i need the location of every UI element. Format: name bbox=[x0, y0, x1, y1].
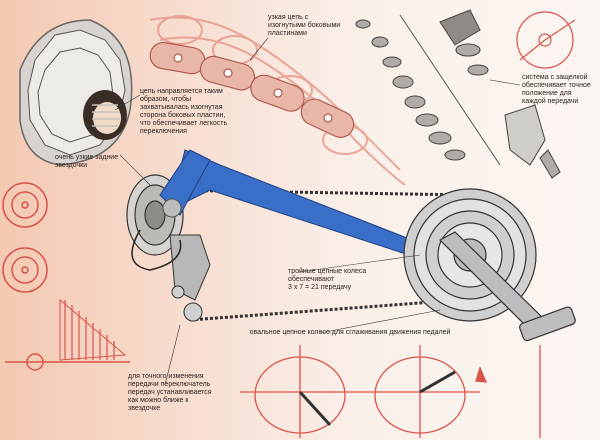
oval-chainring-label: овальное цепное колесо для сглаживания д… bbox=[249, 329, 451, 336]
bicycle-frame bbox=[159, 149, 426, 259]
triple-chainrings-label: тройные цепные колеса обеспечивают 3 x 7… bbox=[288, 268, 367, 291]
narrow-chain-label: узкая цепь с изогнутыми боковыми пластин… bbox=[268, 14, 341, 37]
oval-chainring-diagrams bbox=[240, 345, 541, 438]
rear-derailleur bbox=[169, 234, 211, 322]
shift-cable bbox=[131, 229, 182, 271]
shifter-exploded-parts bbox=[355, 9, 561, 179]
crank-arm bbox=[439, 231, 576, 342]
latch-system-label: система с защелкой обеспечивает точное п… bbox=[522, 74, 591, 105]
sprocket-sketches-left bbox=[2, 182, 130, 371]
chain-direction-label: цепь направляется таким образом, чтобы з… bbox=[140, 88, 228, 135]
pulley-sketch bbox=[516, 11, 576, 69]
precise-shifting-label: для точного изменения передачи переключа… bbox=[128, 373, 212, 412]
chain-links-illustration bbox=[149, 41, 355, 138]
shifter-housing-line bbox=[399, 14, 501, 166]
annotation-leaders bbox=[114, 37, 521, 386]
narrow-sprockets-label: очень узкие задние звездочки bbox=[55, 154, 119, 169]
cassette-illustration bbox=[19, 19, 133, 166]
